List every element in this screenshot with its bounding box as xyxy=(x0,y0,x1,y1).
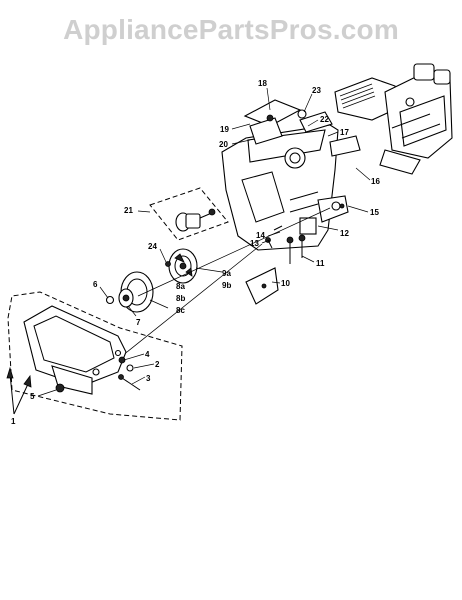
label-10: 10 xyxy=(281,279,290,288)
label-18: 18 xyxy=(258,79,267,88)
leader-lines xyxy=(37,87,371,397)
label-6: 6 xyxy=(93,280,98,289)
label-1: 1 xyxy=(11,417,16,426)
label-9a: 9a xyxy=(222,269,231,278)
label-23: 23 xyxy=(312,86,321,95)
sprocket-drum xyxy=(118,271,154,313)
drum-assembly-21 xyxy=(175,208,216,232)
part-labels: 18 23 22 19 17 20 16 21 15 12 14 13 24 1… xyxy=(11,79,380,426)
label-14: 14 xyxy=(256,231,265,240)
washer-24 xyxy=(165,261,171,267)
label-17: 17 xyxy=(340,128,349,137)
washer-6 xyxy=(105,295,115,305)
label-12: 12 xyxy=(340,229,349,238)
watermark-text: AppliancePartsPros.com xyxy=(63,14,399,45)
label-24: 24 xyxy=(148,242,157,251)
label-3: 3 xyxy=(146,374,151,383)
label-5: 5 xyxy=(30,392,35,401)
label-19: 19 xyxy=(220,125,229,134)
engine-assembly xyxy=(334,63,453,175)
label-8b: 8b xyxy=(176,294,185,303)
label-20: 20 xyxy=(219,140,228,149)
label-8a: 8a xyxy=(176,282,185,291)
label-8c: 8c xyxy=(176,306,185,315)
label-7: 7 xyxy=(136,318,141,327)
label-13: 13 xyxy=(250,239,259,248)
label-21: 21 xyxy=(124,206,133,215)
label-11: 11 xyxy=(316,259,325,268)
crankcase-housing xyxy=(221,99,361,251)
side-cover xyxy=(23,305,127,395)
label-4: 4 xyxy=(145,350,150,359)
label-16: 16 xyxy=(371,177,380,186)
dashed-box-1 xyxy=(7,291,183,421)
label-9b: 9b xyxy=(222,281,231,290)
cover-hardware xyxy=(114,349,141,391)
label-15: 15 xyxy=(370,208,379,217)
label-2: 2 xyxy=(155,360,160,369)
leader-arrows-1 xyxy=(6,366,32,415)
label-22: 22 xyxy=(320,115,329,124)
dashed-box-21 xyxy=(149,187,229,241)
clutch-assembly xyxy=(168,248,198,284)
